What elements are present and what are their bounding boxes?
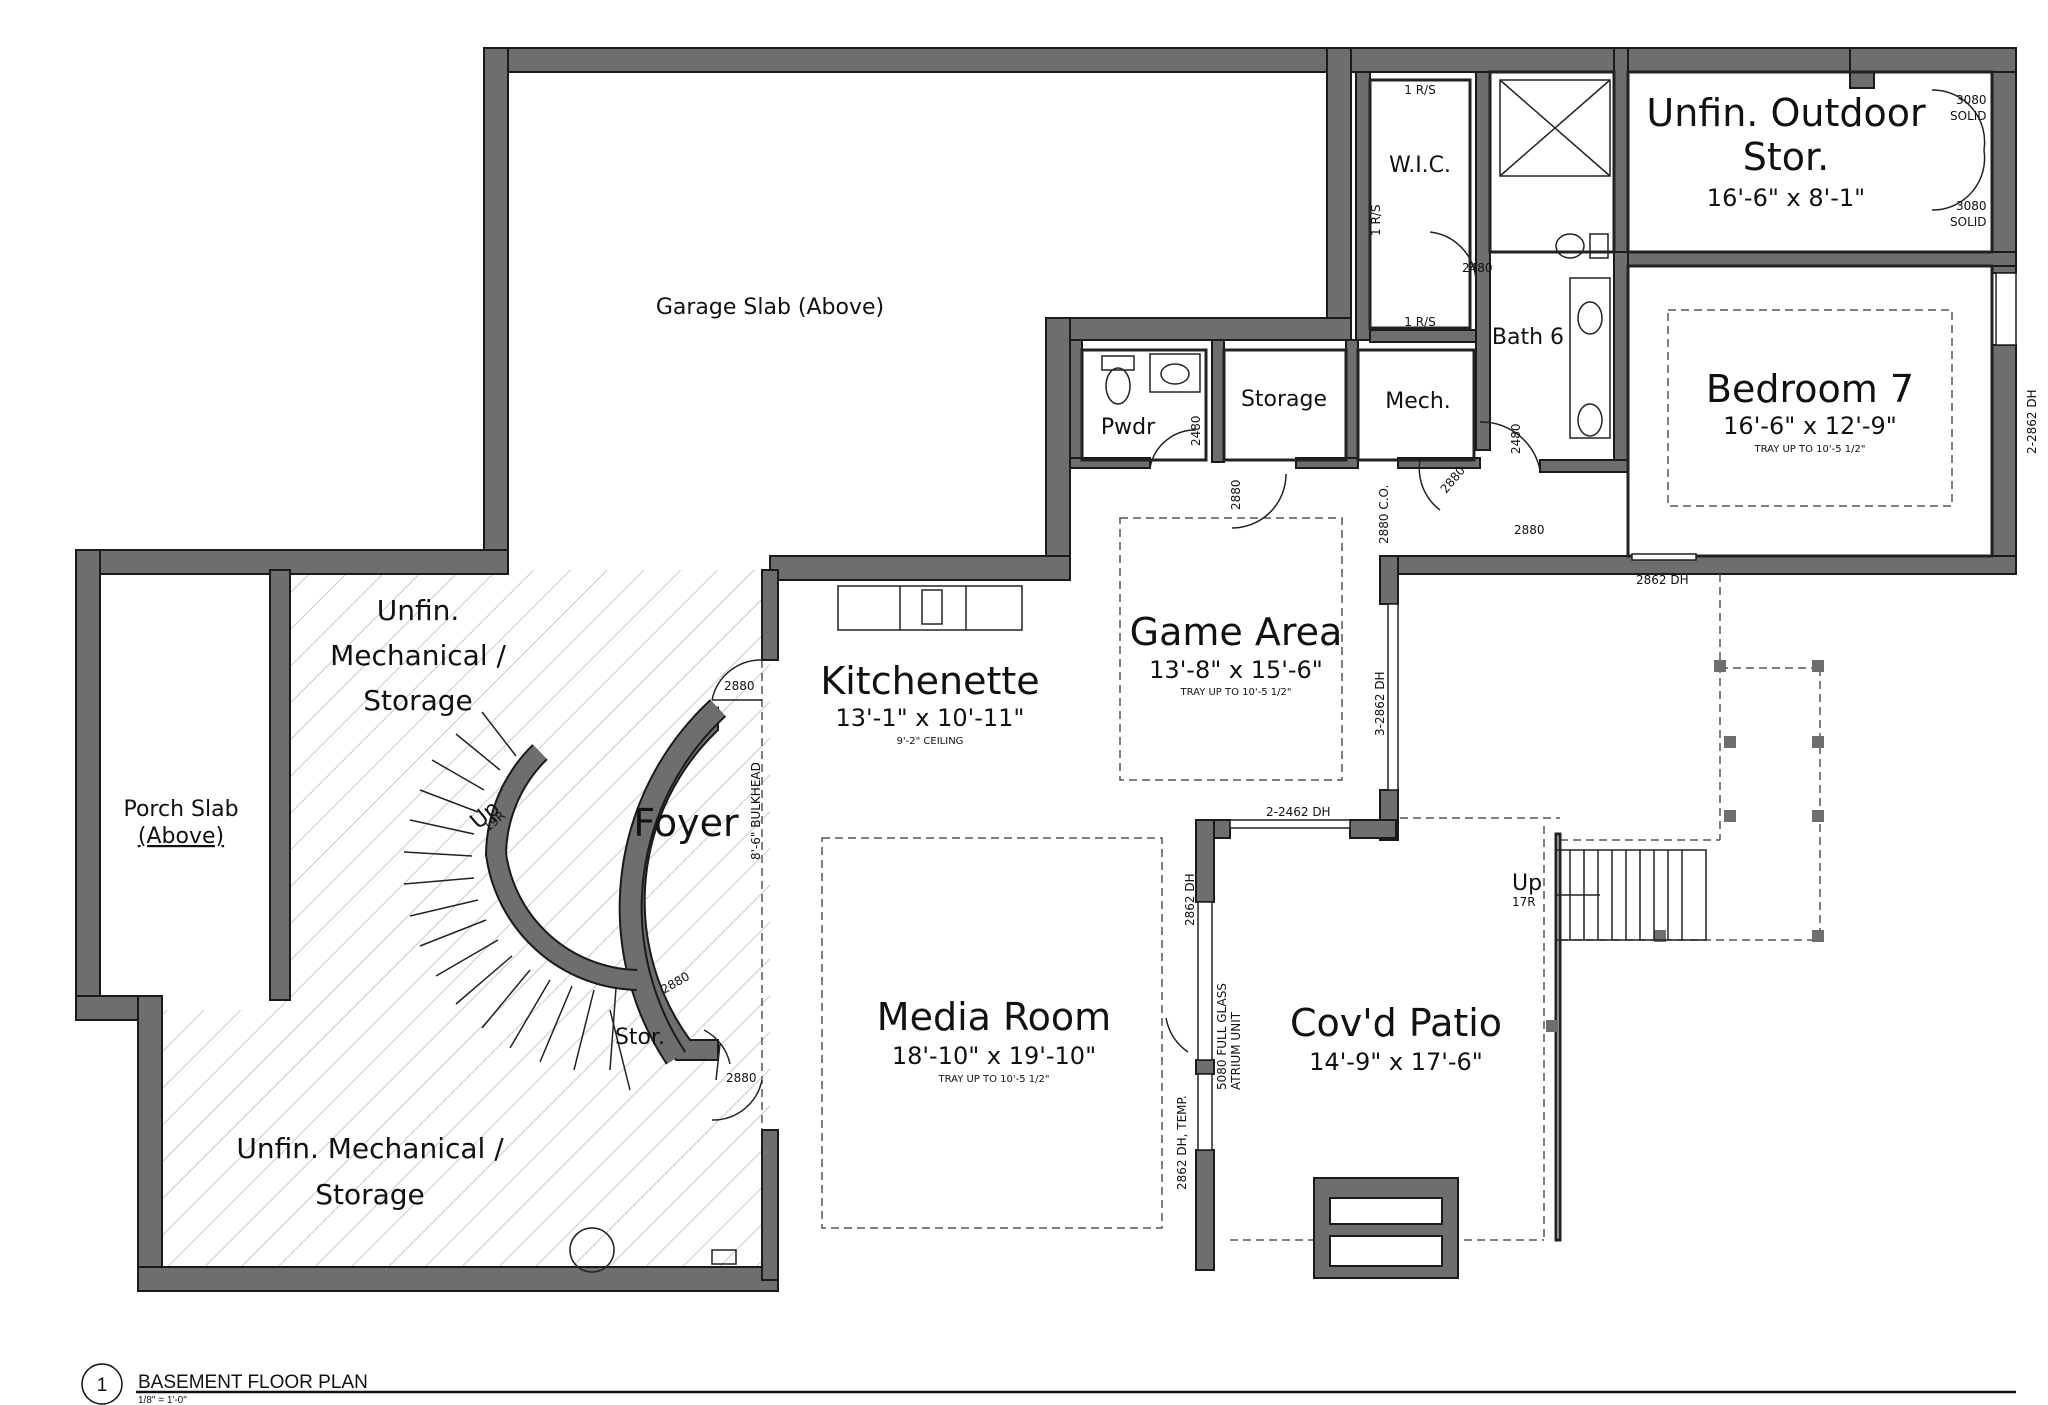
door-2480-bath: 2480 xyxy=(1462,261,1493,275)
misc-symbols xyxy=(569,1227,737,1273)
rs-top: 1 R/S xyxy=(1404,83,1435,97)
bath-fixtures xyxy=(1499,79,1611,439)
unfin-mech-upper-1: Unfin. xyxy=(377,594,460,627)
door-2880-bedroom: 2880 xyxy=(1514,523,1545,537)
storage-label: Storage xyxy=(1241,387,1327,412)
drawing-scale: 1/8" = 1'-0" xyxy=(138,1395,187,1405)
bedroom7-label: Bedroom 7 xyxy=(1706,367,1914,411)
rs-bottom: 1 R/S xyxy=(1404,315,1435,329)
drawing-number-circle xyxy=(81,1363,123,1405)
garage-slab-label: Garage Slab (Above) xyxy=(656,295,884,320)
game-area-dim: 13'-8" x 15'-6" xyxy=(1149,656,1323,684)
kitchenette-counter xyxy=(837,585,1023,631)
foyer-label: Foyer xyxy=(633,801,739,845)
door-3080-top-solid: SOLID xyxy=(1950,109,1987,123)
rs-side: 1 R/S xyxy=(1369,205,1383,236)
win-2862dh-bedroom: 2862 DH xyxy=(1636,573,1689,587)
bulkhead-note: 8'-6" BULKHEAD xyxy=(749,762,763,860)
bath6-label: Bath 6 xyxy=(1492,325,1564,350)
game-area-label: Game Area xyxy=(1130,610,1343,654)
win-3-2862dh-game: 3-2862 DH xyxy=(1373,671,1387,736)
outdoor-stor-label-2: Stor. xyxy=(1743,135,1829,179)
bedroom7-dim: 16'-6" x 12'-9" xyxy=(1723,412,1897,440)
spiral-stair xyxy=(403,699,727,1091)
door-3080-bottom: 3080 xyxy=(1956,199,1987,213)
atrium-note-1: 5080 FULL GLASS xyxy=(1215,983,1229,1090)
patio-stair xyxy=(1555,849,1707,941)
fireplace xyxy=(1313,1177,1459,1279)
stor-label: Stor. xyxy=(615,1025,665,1050)
door-2880-foyer: 2880 xyxy=(726,1071,757,1085)
interior-thin-walls xyxy=(1080,70,1994,1242)
drawing-title: BASEMENT FLOOR PLAN xyxy=(138,1372,368,1393)
win-2862dh-media: 2862 DH xyxy=(1183,873,1197,926)
up-patio-r: 17R xyxy=(1512,895,1536,909)
porch-slab-label-2: (Above) xyxy=(138,824,224,849)
unfinished-hatch-area xyxy=(130,570,770,1275)
title-block: 1 BASEMENT FLOOR PLAN 1/8" = 1'-0" xyxy=(81,1363,2016,1405)
door-swings xyxy=(703,89,1986,1121)
pwdr-label: Pwdr xyxy=(1101,415,1156,440)
windows xyxy=(1197,272,2017,1151)
covd-patio-dim: 14'-9" x 17'-6" xyxy=(1309,1048,1483,1076)
porch-slab-label-1: Porch Slab xyxy=(123,797,238,822)
game-area-note: TRAY UP TO 10'-5 1/2" xyxy=(1179,687,1291,698)
unfin-mech-lower-1: Unfin. Mechanical / xyxy=(236,1132,504,1165)
covd-patio-label: Cov'd Patio xyxy=(1290,1001,1502,1045)
media-room-dim: 18'-10" x 19'-10" xyxy=(892,1042,1096,1070)
media-room-note: TRAY UP TO 10'-5 1/2" xyxy=(937,1074,1049,1085)
door-2880-storage: 2880 xyxy=(1229,479,1243,510)
drawing-number: 1 xyxy=(97,1375,108,1396)
unfin-mech-upper-2: Mechanical / xyxy=(330,639,506,672)
outdoor-stor-dim: 16'-6" x 8'-1" xyxy=(1707,184,1865,212)
win-2862dh-temp: 2862 DH, TEMP. xyxy=(1175,1095,1189,1190)
media-room-label: Media Room xyxy=(877,995,1111,1039)
kitchenette-note: 9'-2" CEILING xyxy=(897,736,964,747)
outdoor-stor-label-1: Unfin. Outdoor xyxy=(1646,91,1926,135)
unfin-mech-upper-3: Storage xyxy=(363,684,473,717)
walls xyxy=(75,47,2017,1292)
mech-label: Mech. xyxy=(1385,389,1451,414)
patio-posts xyxy=(1546,660,1824,1032)
atrium-note-2: ATRIUM UNIT xyxy=(1229,1011,1243,1090)
unfin-mech-lower-2: Storage xyxy=(315,1178,425,1211)
door-2480-pwdr: 2480 xyxy=(1189,415,1203,446)
kitchenette-dim: 13'-1" x 10'-11" xyxy=(836,704,1025,732)
door-3080-bottom-solid: SOLID xyxy=(1950,215,1987,229)
door-2880-co: 2880 C.O. xyxy=(1377,485,1391,544)
door-2880-kitchen: 2880 xyxy=(724,679,755,693)
door-2480-mech: 2480 xyxy=(1509,423,1523,454)
win-2-2462dh-patio: 2-2462 DH xyxy=(1266,805,1331,819)
door-3080-top: 3080 xyxy=(1956,93,1987,107)
bedroom7-note: TRAY UP TO 10'-5 1/2" xyxy=(1753,444,1865,455)
win-2-2862dh-bedroom: 2-2862 DH xyxy=(2025,389,2039,454)
wic-label: W.I.C. xyxy=(1389,153,1451,178)
pwdr-fixtures xyxy=(1101,353,1201,405)
up-patio-label: Up xyxy=(1512,871,1542,896)
kitchenette-label: Kitchenette xyxy=(820,659,1039,703)
